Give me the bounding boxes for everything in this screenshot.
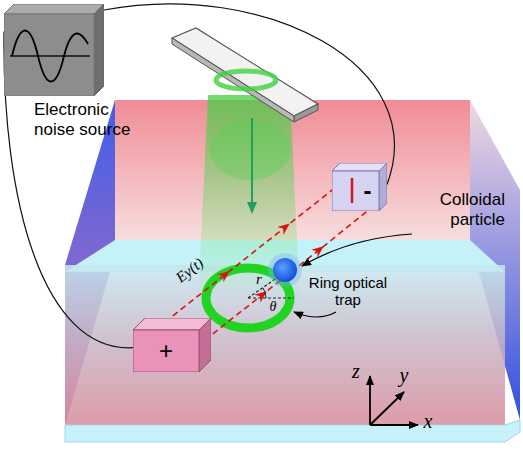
trap-label: Ring optical trap: [300, 274, 396, 309]
polarity-sign: -: [364, 177, 372, 205]
leader-line: [294, 312, 336, 317]
node-shape: [4, 4, 104, 96]
particle-glow: [268, 253, 302, 287]
angle-symbol: θ: [266, 299, 280, 315]
beam-arrow: [251, 118, 253, 212]
axis-z: [369, 376, 371, 425]
colloidal-particle: [273, 258, 297, 282]
polarity-sign-area: +: [133, 330, 199, 372]
beam-glow: [210, 120, 290, 180]
glass-slide: [65, 420, 520, 442]
axis-y: [370, 392, 404, 425]
device-label-area: Electronic noise source: [34, 100, 152, 139]
mirror-edge: [294, 104, 318, 122]
axis-label: z: [348, 360, 364, 383]
axis-label: y: [396, 364, 412, 387]
noise-source: Electronic noise source: [4, 4, 154, 146]
signal-wire: [104, 4, 394, 185]
particle-label: Colloidal particle: [403, 190, 505, 229]
device-label: Electronic noise source: [34, 100, 152, 139]
axis-label: x: [420, 410, 436, 433]
mirror-edge: [172, 38, 294, 122]
field-line: [205, 205, 375, 340]
reference-line: [248, 297, 294, 298]
polarity-sign-area: -: [356, 171, 379, 211]
radius-symbol: r: [253, 271, 265, 288]
axis-x: [370, 424, 418, 426]
leader-line: [302, 234, 412, 266]
mirror-plate: [172, 28, 318, 116]
electrode: -: [332, 163, 387, 211]
front-face: [65, 265, 505, 425]
electrode: +: [133, 318, 211, 372]
polarity-sign: +: [159, 337, 173, 365]
angle-arc: [263, 288, 266, 298]
node-shape: [332, 163, 387, 211]
plate-ring: [216, 71, 276, 89]
negative-electrode: [332, 163, 387, 211]
noise-generator-box: [4, 4, 104, 96]
